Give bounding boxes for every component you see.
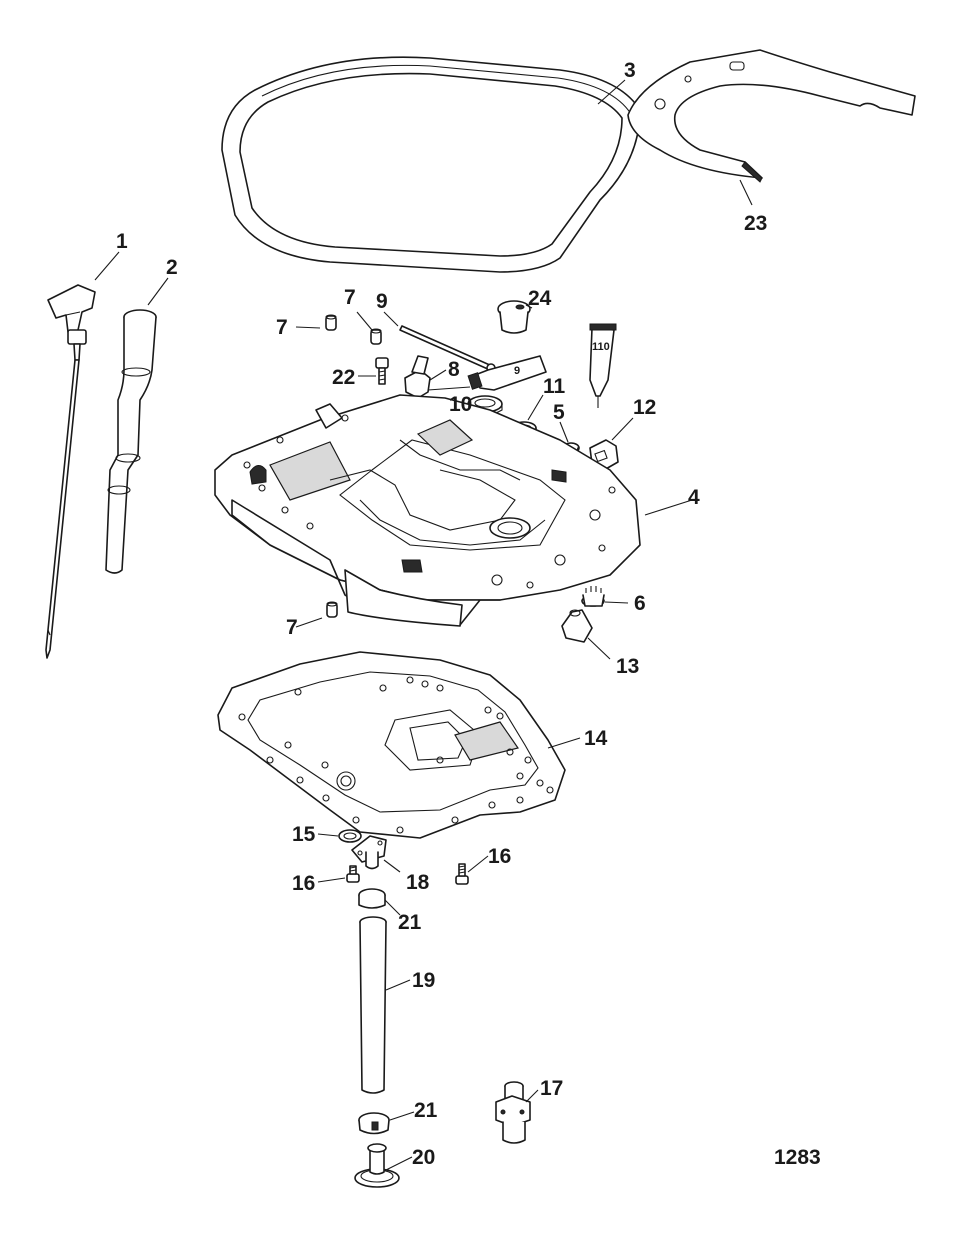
callout-16b: 16: [488, 845, 511, 868]
dipstick-tube-part-2: [105, 309, 157, 574]
callouts: 1 2 3 23 7 7 7 9 24 8 22 10 11 5 12 4 6 …: [116, 59, 821, 1169]
o-ring-part-15: [338, 829, 362, 843]
callout-16a: 16: [292, 872, 315, 895]
callout-12: 12: [633, 396, 656, 419]
callout-6: 6: [634, 592, 646, 615]
diagram-id: 1283: [774, 1146, 821, 1169]
callout-10: 10: [449, 393, 472, 416]
callout-1: 1: [116, 230, 128, 253]
pin-part-7a: [325, 314, 337, 331]
callout-14: 14: [584, 727, 608, 750]
dipstick-part-1: [45, 284, 96, 659]
gasket-part-14: [217, 651, 566, 839]
callout-23: 23: [744, 212, 767, 235]
grommet-part-24: [497, 300, 531, 334]
fitting-part-6: [581, 586, 605, 607]
bolt-part-22: [375, 357, 389, 385]
callout-2: 2: [166, 256, 178, 279]
clamp-part-21b: [358, 1112, 390, 1135]
callout-7b: 7: [344, 286, 356, 309]
callout-19: 19: [412, 969, 435, 992]
callout-24: 24: [528, 287, 552, 310]
callout-5: 5: [553, 401, 565, 424]
leader-lines: [94, 79, 753, 1171]
callout-21a: 21: [398, 911, 422, 934]
pin-part-7b: [370, 328, 382, 345]
callout-8: 8: [448, 358, 460, 381]
adhesive-tube-110: 110: [589, 323, 617, 408]
screw-part-16b: [455, 863, 469, 885]
cap-part-13: [561, 609, 593, 643]
callout-15: 15: [292, 823, 316, 846]
clamp-part-21a: [358, 888, 386, 909]
sealant-tube-9: 9: [467, 355, 547, 391]
tube-label-9: 9: [514, 365, 520, 377]
elbow-fitting-part-8: [404, 355, 431, 399]
gasket-part-23: [627, 49, 916, 183]
adapter-plate-part-4: [214, 394, 641, 627]
tube-label-110: 110: [592, 341, 610, 353]
callout-18: 18: [406, 871, 430, 894]
callout-21b: 21: [414, 1099, 438, 1122]
screw-part-16a: [346, 865, 360, 883]
fitting-part-17: [495, 1081, 531, 1144]
callout-11: 11: [543, 375, 566, 398]
callout-3: 3: [624, 59, 636, 82]
callout-4: 4: [688, 486, 700, 509]
pin-part-7c: [326, 601, 338, 618]
callout-17: 17: [540, 1077, 563, 1100]
screen-fitting-part-20: [354, 1143, 400, 1188]
cowl-seal-part-3: [221, 56, 641, 273]
callout-7a: 7: [276, 316, 288, 339]
callout-9: 9: [376, 290, 388, 313]
hose-part-19: [359, 916, 387, 1094]
callout-7c: 7: [286, 616, 298, 639]
flange-fitting-part-18: [351, 835, 387, 870]
callout-13: 13: [616, 655, 639, 678]
callout-22: 22: [332, 366, 355, 389]
callout-20: 20: [412, 1146, 435, 1169]
